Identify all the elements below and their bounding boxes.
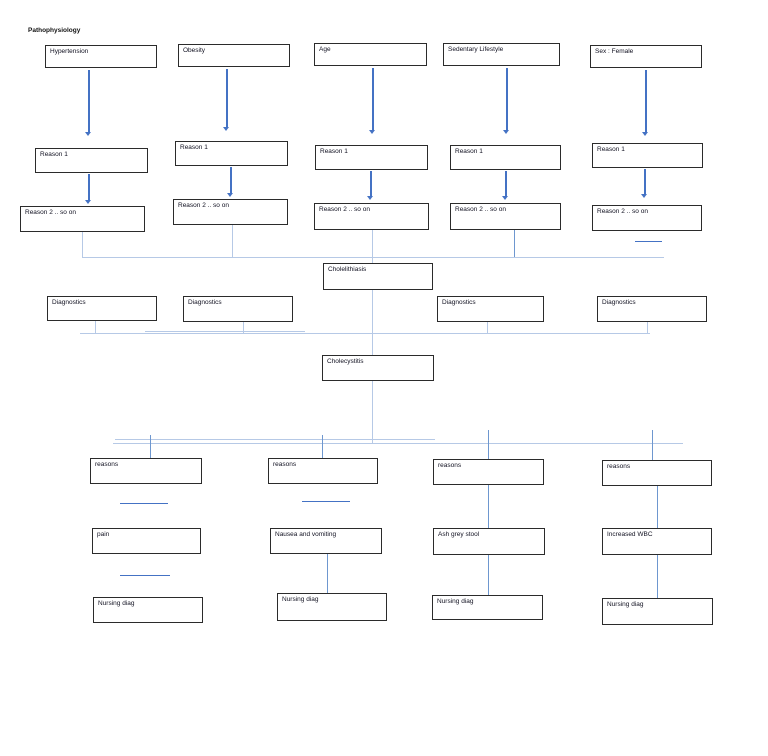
tick-diagnostics-4 <box>647 322 648 334</box>
connector-cholelithiasis-to-cholecystitis <box>372 290 373 355</box>
arrow-reason1-to-reason2-col1 <box>86 174 91 204</box>
connector-dash-reasons1 <box>120 503 168 504</box>
node-reason2-col1: Reason 2 .. so on <box>20 206 145 232</box>
node-reason2-col2: Reason 2 .. so on <box>173 199 288 225</box>
tick-reasons-4 <box>652 430 653 460</box>
node-reasons-2: reasons <box>268 458 378 484</box>
node-nursing-diag-1: Nursing diag <box>93 597 203 623</box>
arrow-reason1-to-reason2-col4 <box>503 171 508 200</box>
node-age: Age <box>314 43 427 66</box>
connector-nausea-to-nursing <box>327 554 328 593</box>
connector-reasons3-to-symptom <box>488 485 489 528</box>
node-obesity: Obesity <box>178 44 290 67</box>
node-nursing-diag-2: Nursing diag <box>277 593 387 621</box>
bus-line-manifestations <box>113 443 683 444</box>
node-reason1-col4: Reason 1 <box>450 145 561 170</box>
tick-reasons-3 <box>488 430 489 459</box>
node-reason1-col3: Reason 1 <box>315 145 428 170</box>
node-reasons-3: reasons <box>433 459 544 485</box>
bus-line-risk-factors <box>82 257 664 258</box>
arrow-sedentary-to-reason1 <box>504 68 509 134</box>
bus-line-manifestations-overstroke <box>115 439 435 440</box>
connector-col2-to-bus <box>232 225 233 258</box>
arrow-reason1-to-reason2-col2 <box>228 167 233 197</box>
node-diagnostics-3: Diagnostics <box>437 296 544 322</box>
arrow-age-to-reason1 <box>370 68 375 134</box>
node-reason2-col4: Reason 2 .. so on <box>450 203 561 230</box>
node-diagnostics-1: Diagnostics <box>47 296 157 321</box>
arrow-reason1-to-reason2-col5 <box>642 169 647 198</box>
node-nursing-diag-3: Nursing diag <box>432 595 543 620</box>
connector-dash-reasons2 <box>302 501 350 502</box>
node-reason2-col5: Reason 2 .. so on <box>592 205 702 231</box>
connector-wbc-to-nursing <box>657 555 658 598</box>
connector-dash-pain <box>120 575 170 576</box>
page-title: Pathophysiology <box>28 27 81 34</box>
connector-reasons4-to-symptom <box>657 486 658 528</box>
bus-line-diagnostics <box>80 333 650 334</box>
arrow-hypertension-to-reason1 <box>86 70 91 136</box>
tick-reasons-2 <box>322 435 323 458</box>
node-sex-female: Sex : Female <box>590 45 702 68</box>
node-reason2-col3: Reason 2 .. so on <box>314 203 429 230</box>
tick-diagnostics-2 <box>243 322 244 334</box>
connector-col4-to-bus <box>514 230 515 258</box>
node-nursing-diag-4: Nursing diag <box>602 598 713 625</box>
connector-cholecystitis-to-bus <box>372 381 373 443</box>
node-nausea-vomiting: Nausea and vomiting <box>270 528 382 554</box>
connector-col5-dash <box>635 241 662 242</box>
bus-line-diagnostics-overstroke <box>145 331 305 332</box>
tick-diagnostics-1 <box>95 321 96 334</box>
tick-reasons-1 <box>150 435 151 458</box>
node-reason1-col5: Reason 1 <box>592 143 703 168</box>
node-reason1-col2: Reason 1 <box>175 141 288 166</box>
node-cholecystitis: Cholecystitis <box>322 355 434 381</box>
node-diagnostics-4: Diagnostics <box>597 296 707 322</box>
node-pain: pain <box>92 528 201 554</box>
node-diagnostics-2: Diagnostics <box>183 296 293 322</box>
arrow-sex-to-reason1 <box>643 70 648 136</box>
connector-col1-to-bus <box>82 232 83 258</box>
node-increased-wbc: Increased WBC <box>602 528 712 555</box>
connector-col3-to-bus <box>372 230 373 263</box>
arrow-obesity-to-reason1 <box>224 69 229 131</box>
connector-ashstool-to-nursing <box>488 555 489 595</box>
node-reasons-4: reasons <box>602 460 712 486</box>
node-ash-grey-stool: Ash grey stool <box>433 528 545 555</box>
node-reason1-col1: Reason 1 <box>35 148 148 173</box>
node-reasons-1: reasons <box>90 458 202 484</box>
node-hypertension: Hypertension <box>45 45 157 68</box>
node-sedentary-lifestyle: Sedentary Lifestyle <box>443 43 560 66</box>
tick-diagnostics-3 <box>487 322 488 334</box>
arrow-reason1-to-reason2-col3 <box>368 171 373 200</box>
node-cholelithiasis: Cholelithiasis <box>323 263 433 290</box>
